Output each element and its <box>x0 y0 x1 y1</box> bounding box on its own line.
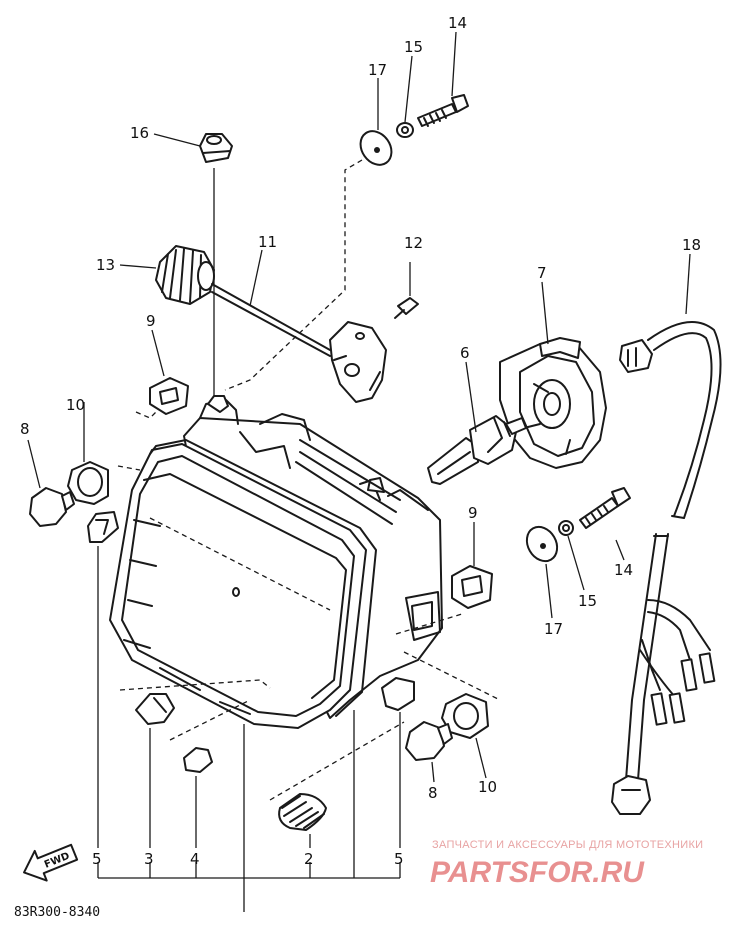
callout-2: 2 <box>304 850 314 868</box>
part-6-bulb <box>427 415 527 485</box>
callout-16: 16 <box>130 124 149 142</box>
part-12-screw <box>394 297 419 319</box>
part-7-socket-cover <box>499 337 607 469</box>
headlight-lens-unit <box>109 439 377 729</box>
callout-17-top: 17 <box>368 61 387 79</box>
callout-8-left: 8 <box>20 420 30 438</box>
part-18-harness <box>619 321 722 519</box>
part-13-adjuster-knob <box>155 245 215 305</box>
leader-18 <box>685 253 691 315</box>
leader-8b <box>431 761 435 783</box>
callout-5-right: 5 <box>394 850 404 868</box>
callout-15-top: 15 <box>404 38 423 56</box>
leader-10b <box>475 737 487 779</box>
guide-line-spring <box>269 721 405 801</box>
callout-15-right: 15 <box>578 592 597 610</box>
part-8-nut-right <box>405 721 453 761</box>
leader-17b <box>545 563 553 619</box>
part-2-spring <box>278 793 327 831</box>
leader-15a <box>404 55 413 123</box>
leader-7 <box>541 281 549 345</box>
callout-12: 12 <box>404 234 423 252</box>
part-11-adjusting-screw <box>211 283 331 357</box>
guide-line-bulb4 <box>169 699 251 741</box>
bottom-bracket <box>97 848 401 879</box>
harness-lower-terminals <box>611 533 716 815</box>
leader-14a <box>451 31 457 97</box>
part-17-washer-right <box>525 525 559 563</box>
guide-line-right <box>395 613 463 635</box>
watermark-tagline: ЗАПЧАСТИ И АКСЕССУАРЫ ДЛЯ МОТОТЕХНИКИ <box>432 839 703 851</box>
part-14-bolt-right <box>579 487 631 529</box>
leader-15b <box>567 535 585 591</box>
part-10-damper-left <box>67 461 109 505</box>
callout-11: 11 <box>258 233 277 251</box>
part-10-damper-right <box>441 693 489 739</box>
callout-3: 3 <box>144 850 154 868</box>
callout-10-right: 10 <box>478 778 497 796</box>
part-9-rubber-right <box>451 565 493 609</box>
callout-17-right: 17 <box>544 620 563 638</box>
part-15-lock-washer-top <box>396 122 414 138</box>
part-3-position-bulb <box>135 693 175 725</box>
part-15-lock-washer-right <box>558 520 574 536</box>
leader-14b <box>615 539 625 561</box>
guide-line-lower-left <box>119 679 271 691</box>
part-8-nut-left <box>29 487 75 527</box>
part-9-rubber-left <box>149 377 189 415</box>
adjuster-bracket <box>329 321 387 403</box>
callout-9-left: 9 <box>146 312 156 330</box>
callout-8-right: 8 <box>428 784 438 802</box>
part-16-grommet <box>199 133 233 163</box>
part-5-clip-right <box>381 677 415 711</box>
callout-4: 4 <box>190 850 200 868</box>
callout-10-left: 10 <box>66 396 85 414</box>
watermark-logo: PARTSFOR.RU <box>430 856 645 889</box>
part-4-socket <box>183 747 213 773</box>
watermark: ЗАПЧАСТИ И АКСЕССУАРЫ ДЛЯ МОТОТЕХНИКИ PA… <box>430 839 703 889</box>
callout-14-top: 14 <box>448 14 467 32</box>
callout-5-left: 5 <box>92 850 102 868</box>
leader-11 <box>249 249 263 307</box>
callout-6: 6 <box>460 344 470 362</box>
callout-14-right: 14 <box>614 561 633 579</box>
leader-16 <box>153 133 201 147</box>
callout-9-right: 9 <box>468 504 478 522</box>
leader-8a <box>27 439 41 489</box>
guide-line-left-upper <box>117 465 141 471</box>
leader-6 <box>465 361 477 433</box>
callout-7: 7 <box>537 264 547 282</box>
part-5-clip-left <box>87 511 119 543</box>
callout-13: 13 <box>96 256 115 274</box>
fwd-direction-arrow: FWD <box>23 843 79 882</box>
callout-18: 18 <box>682 236 701 254</box>
part-17-washer-top <box>359 130 393 166</box>
part-14-bolt-top <box>417 94 469 127</box>
drawing-code: 83R300-8340 <box>14 905 100 920</box>
leader-13 <box>119 264 157 269</box>
guide-line-adjuster <box>224 159 363 391</box>
leader-9a <box>151 329 165 377</box>
